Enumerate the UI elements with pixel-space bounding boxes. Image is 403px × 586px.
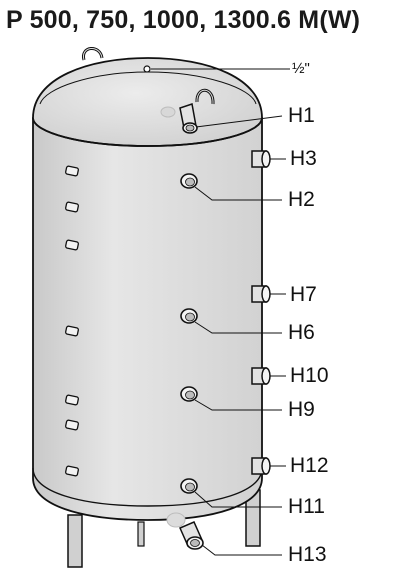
label-h2: H2 <box>288 188 315 211</box>
h12-side-pipe <box>251 457 271 475</box>
diagram-title: P 500, 750, 1000, 1300.6 M(W) <box>6 6 361 34</box>
label-h13: H13 <box>288 543 327 566</box>
label-h12: H12 <box>290 454 329 477</box>
label-half-inch: ½" <box>292 60 310 77</box>
h6-port <box>180 308 198 324</box>
h11-port <box>180 478 198 494</box>
tank-body <box>32 117 263 521</box>
h2-port <box>180 173 198 189</box>
h3-side-pipe <box>251 150 271 168</box>
h7-side-pipe <box>251 285 271 303</box>
label-h6: H6 <box>288 321 315 344</box>
label-h10: H10 <box>290 364 329 387</box>
h1-port-pipe <box>160 103 198 134</box>
label-h11: H11 <box>288 495 325 518</box>
label-h3: H3 <box>290 147 317 170</box>
h10-side-pipe <box>251 367 271 385</box>
h13-port-pipe <box>166 512 204 550</box>
tank-legs <box>67 489 261 568</box>
half-inch-port <box>143 65 151 73</box>
label-h9: H9 <box>288 398 315 421</box>
sensor-slots <box>65 165 79 477</box>
h9-port <box>180 386 198 402</box>
label-h7: H7 <box>290 283 317 306</box>
label-h1: H1 <box>288 104 315 127</box>
